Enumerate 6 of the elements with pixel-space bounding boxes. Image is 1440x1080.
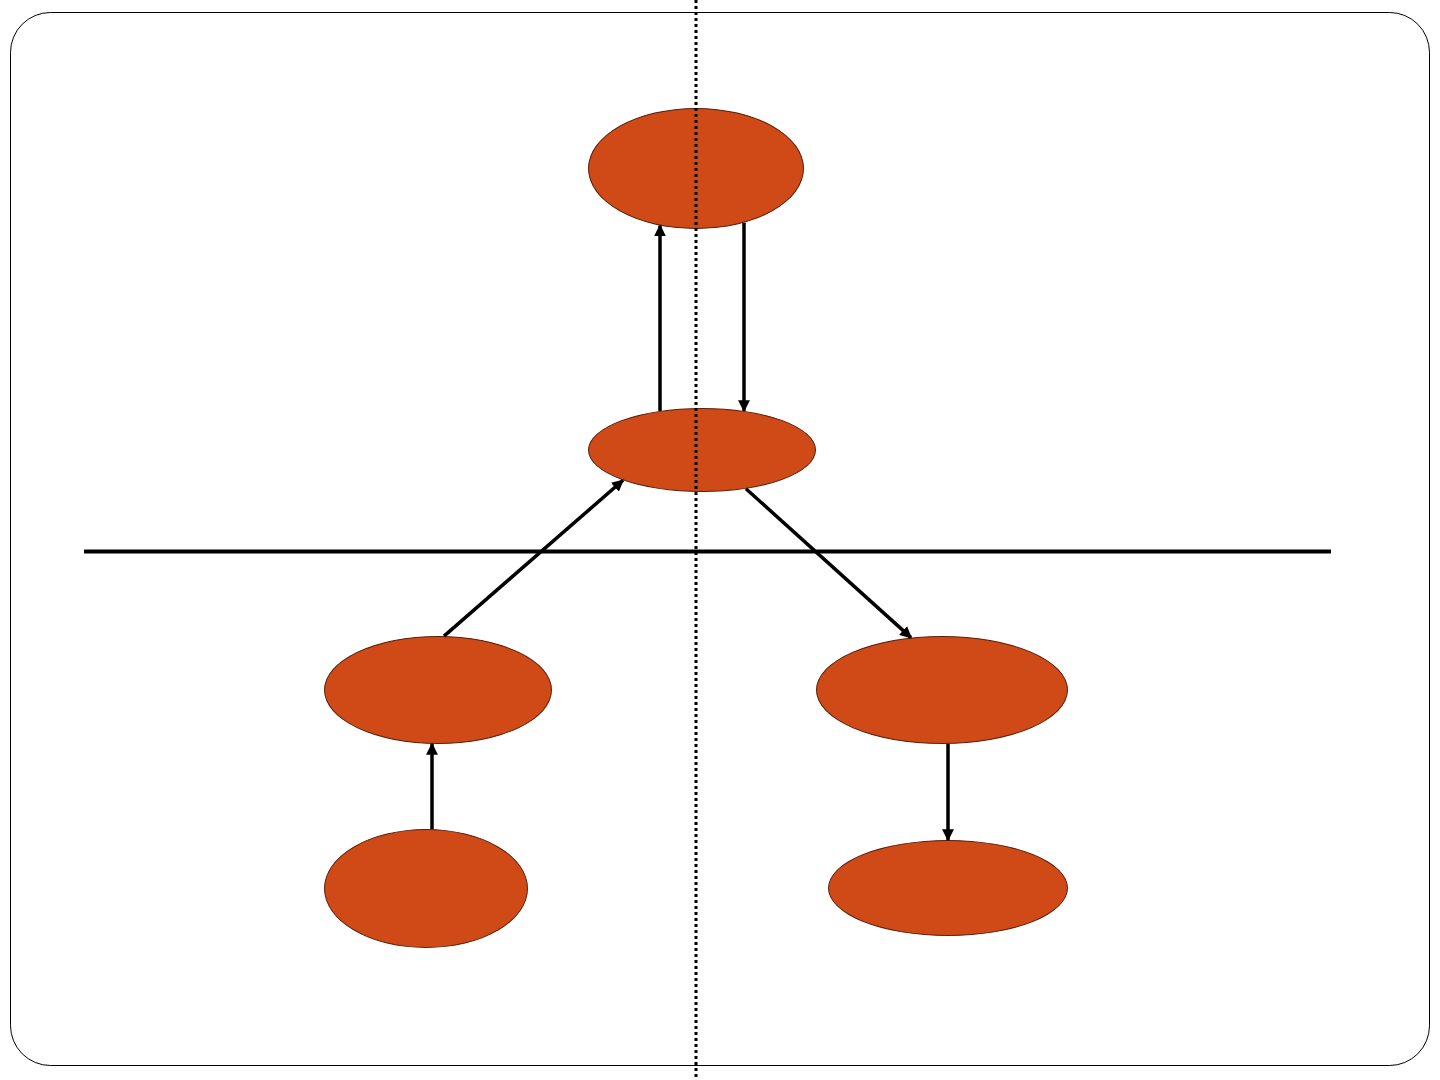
arrow [744, 487, 913, 639]
arrow [942, 743, 954, 842]
arrow [654, 224, 666, 411]
arrow [426, 742, 438, 830]
arrow [738, 222, 750, 413]
arrow [442, 478, 625, 638]
